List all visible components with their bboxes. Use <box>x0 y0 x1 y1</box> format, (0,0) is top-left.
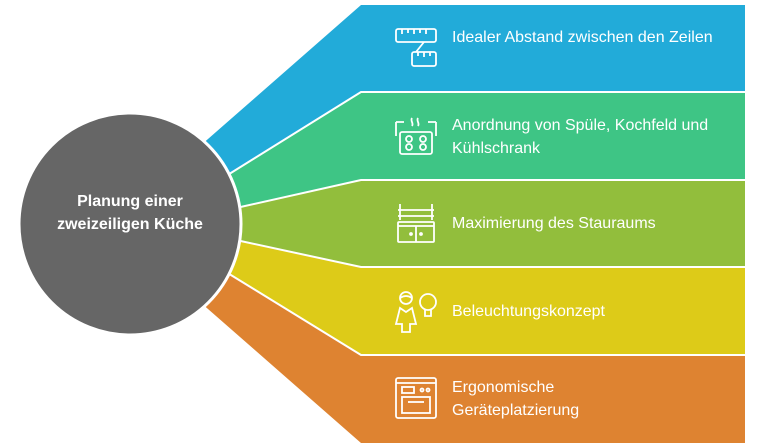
branch-shape-5 <box>200 272 745 443</box>
cabinet-icon <box>397 204 435 243</box>
person-lightbulb-icon <box>394 291 437 333</box>
stove-icon <box>395 117 437 155</box>
branch-label-1: Idealer Abstand zwischen den Zeilen <box>452 29 713 46</box>
center-title: Planung einer zweizeiligen Küche <box>57 193 203 233</box>
branch-label-5: Ergonomische Geräteplatzierung <box>452 379 580 419</box>
branch-label-4: Beleuchtungskonzept <box>452 303 605 320</box>
oven-icon <box>395 377 437 419</box>
branch-shape-4 <box>226 240 745 355</box>
branch-shape-3 <box>236 180 745 267</box>
measuring-tape-icon <box>395 28 437 67</box>
branch-label-3: Maximierung des Stauraums <box>452 215 656 232</box>
branch-shape-1 <box>200 5 745 176</box>
branch-label-2: Anordnung von Spüle, Kochfeld und Kühlsc… <box>452 117 709 157</box>
center-circle <box>17 111 243 337</box>
